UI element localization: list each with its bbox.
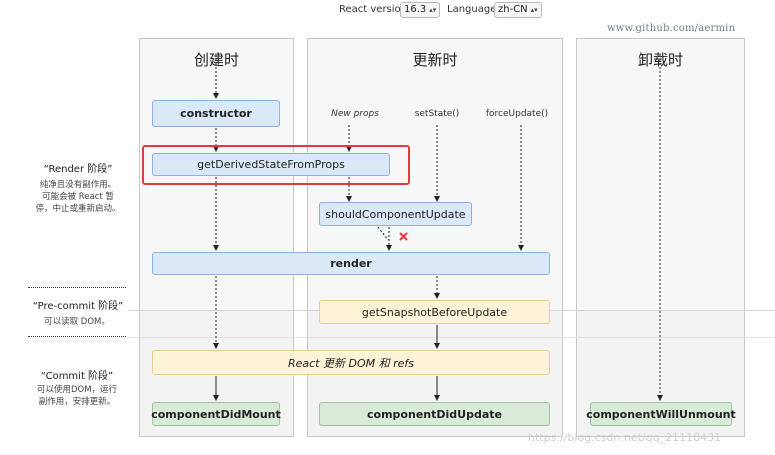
node-render: render: [152, 252, 550, 275]
lane-title-update: 更新时: [412, 51, 458, 69]
language-select[interactable]: zh-CN▴▾: [494, 2, 542, 18]
phase-separator: [28, 287, 126, 288]
node-component-will-unmount: componentWillUnmount: [586, 402, 736, 426]
trigger-set-state: setState(): [414, 109, 460, 119]
phase-render-desc-line-3: 停，中止或重新启动。: [35, 204, 121, 214]
node-update-dom-and-refs: React 更新 DOM 和 refs: [152, 350, 550, 375]
phase-commit-title: “Commit 阶段”: [40, 371, 114, 382]
trigger-force-update: forceUpdate(): [485, 109, 549, 119]
node-component-did-mount: componentDidMount: [151, 402, 281, 426]
select-arrows-icon: ▴▾: [530, 6, 538, 14]
phase-commit-desc-line-2: 副作用，安排更新。: [38, 397, 116, 407]
node-component-did-update: componentDidUpdate: [319, 402, 550, 426]
watermark-bottom: https://blog.csdn.net/qq_21118431: [528, 431, 722, 444]
node-get-derived-state-from-props: getDerivedStateFromProps: [152, 153, 390, 176]
cancel-x-icon: [399, 232, 408, 241]
language-label: Language: [447, 4, 497, 15]
phase-render-desc-line-2: 可能会被 React 暂: [42, 192, 114, 202]
watermark-top: www.github.com/aermin: [607, 23, 736, 34]
language-value: zh-CN: [498, 4, 528, 15]
phase-render-title: “Render 阶段”: [43, 164, 113, 175]
react-version-select[interactable]: 16.3▴▾: [400, 2, 441, 18]
phase-render-desc-line-1: 纯净且没有副作用。: [39, 180, 117, 190]
arrow-scu-false: [377, 226, 389, 241]
phase-precommit-title: “Pre-commit 阶段”: [32, 301, 124, 312]
phase-divider-precommit: [128, 337, 775, 338]
phase-precommit-desc: 可以读取 DOM。: [44, 317, 110, 327]
phase-commit-desc: 可以使用DOM，运行 副作用，安排更新。: [22, 384, 132, 408]
phase-commit-desc-line-1: 可以使用DOM，运行: [36, 385, 118, 395]
select-arrows-icon: ▴▾: [429, 6, 437, 14]
phase-render-desc: 纯净且没有副作用。 可能会被 React 暂 停，中止或重新启动。: [18, 179, 138, 215]
node-should-component-update: shouldComponentUpdate: [319, 202, 472, 226]
node-constructor: constructor: [152, 100, 280, 127]
phase-separator: [28, 336, 126, 337]
react-version-value: 16.3: [404, 4, 427, 15]
highlight-box: [142, 145, 410, 185]
react-version-label: React version: [339, 4, 408, 15]
trigger-new-props: New props: [331, 109, 379, 119]
node-get-snapshot-before-update: getSnapshotBeforeUpdate: [319, 300, 550, 324]
